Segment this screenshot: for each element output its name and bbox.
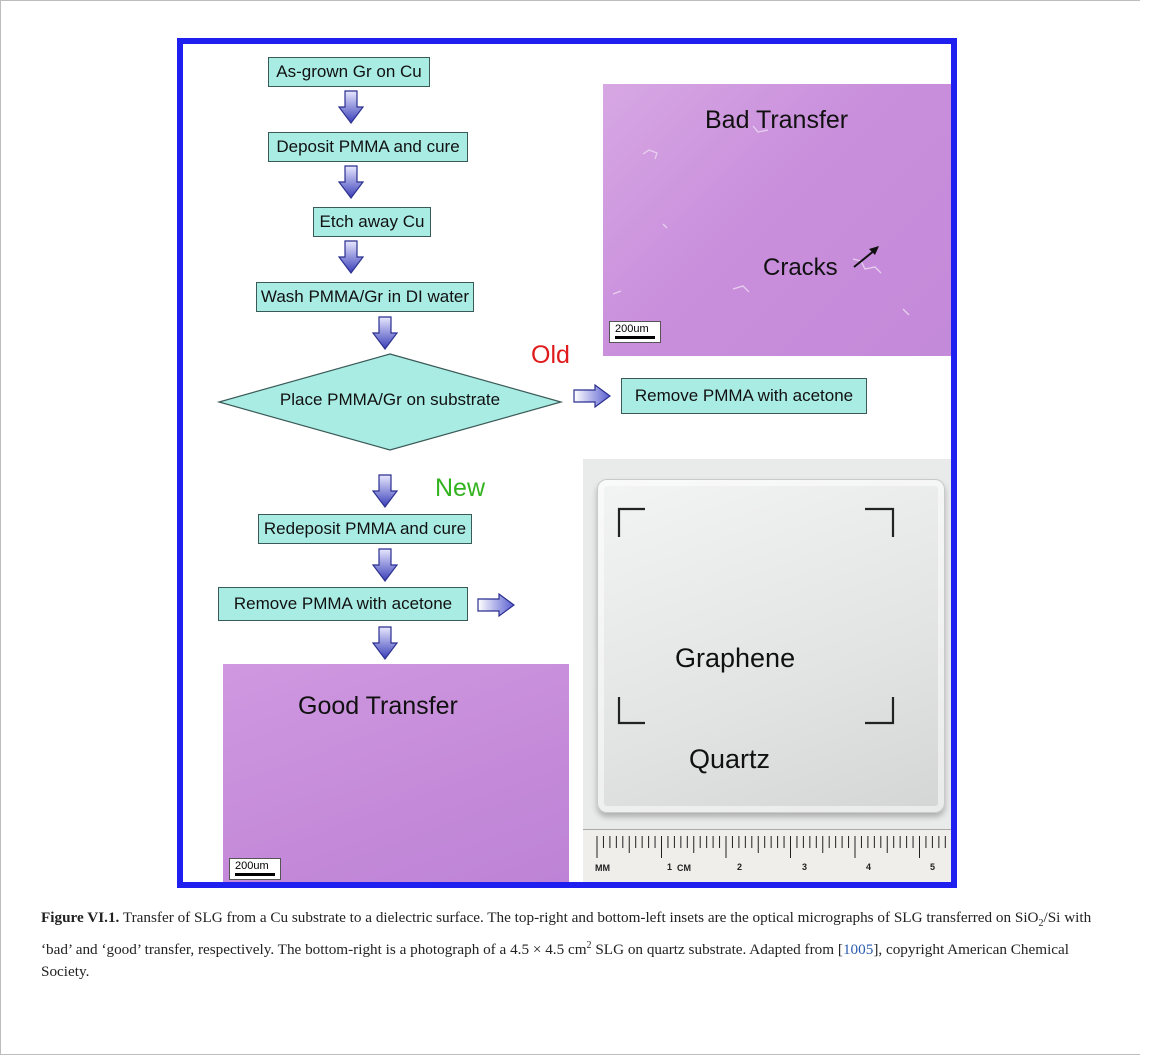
quartz-photo: Graphene Quartz MM 1 CM 2 3 4 5	[583, 459, 951, 882]
crack-marks	[612, 125, 910, 316]
arrow-down-icon	[338, 90, 364, 124]
good-transfer-micrograph: Good Transfer 200um	[223, 664, 569, 882]
bad-scale-line	[615, 336, 655, 339]
arrow-down-icon	[372, 548, 398, 582]
ruler-label-4: 4	[866, 862, 872, 872]
bad-scale-label: 200um	[615, 323, 649, 335]
caption-text-4: ], copyright American Chemical Society.	[41, 941, 1069, 981]
cracks-label: Cracks	[763, 254, 838, 281]
arrow-right-icon	[573, 384, 611, 408]
good-transfer-title: Good Transfer	[298, 692, 458, 720]
graphene-corner-marks	[617, 507, 895, 725]
graphene-label: Graphene	[675, 643, 796, 673]
ruler: MM 1 CM 2 3 4 5	[583, 829, 951, 882]
ruler-label-1: 1	[667, 862, 673, 872]
step-old-remove-pmma: Remove PMMA with acetone	[621, 378, 867, 414]
figure-caption: Figure VI.1. Transfer of SLG from a Cu s…	[41, 907, 1121, 983]
cracks-arrow-icon	[853, 246, 879, 268]
decision-diamond	[216, 353, 564, 451]
good-scale-line	[235, 873, 275, 876]
arrow-right-icon	[477, 593, 515, 617]
ruler-label-5: 5	[930, 862, 936, 872]
good-scale-label: 200um	[235, 860, 269, 872]
arrow-down-icon	[372, 316, 398, 350]
step-as-grown: As-grown Gr on Cu	[268, 57, 430, 87]
step-new-remove-pmma: Remove PMMA with acetone	[218, 587, 468, 621]
step-deposit-pmma: Deposit PMMA and cure	[268, 132, 468, 162]
step-etch-cu: Etch away Cu	[313, 207, 431, 237]
arrow-down-icon	[338, 240, 364, 274]
bad-transfer-title: Bad Transfer	[705, 106, 849, 134]
caption-reference-link[interactable]: 1005	[842, 941, 874, 959]
ruler-ticks	[596, 836, 946, 858]
bad-transfer-micrograph: Bad Transfer Cracks 200um	[603, 84, 951, 356]
quartz-plate	[597, 479, 945, 813]
arrow-down-icon	[338, 165, 364, 199]
caption-text-2: /Si with ‘bad’ and ‘good’ transfer, resp…	[41, 909, 1092, 959]
old-label: Old	[531, 341, 570, 369]
ruler-label-mm: MM	[595, 863, 610, 873]
decision-label: Place PMMA/Gr on substrate	[279, 390, 501, 409]
caption-sup: 2	[586, 940, 592, 952]
good-scale-bar: 200um	[229, 858, 281, 880]
arrow-down-icon	[372, 626, 398, 660]
ruler-label-cm: CM	[677, 863, 691, 873]
arrow-down-icon	[372, 474, 398, 508]
step-redeposit: Redeposit PMMA and cure	[258, 514, 472, 544]
new-label: New	[435, 474, 486, 502]
caption-text-3: SLG on quartz substrate. Adapted from [	[591, 941, 843, 959]
quartz-label: Quartz	[689, 744, 771, 774]
step-wash: Wash PMMA/Gr in DI water	[256, 282, 474, 312]
figure-image: As-grown Gr on Cu Deposit PMMA and cure …	[177, 38, 957, 888]
ruler-label-2: 2	[737, 862, 743, 872]
caption-sub: 2	[1038, 918, 1044, 930]
ruler-label-3: 3	[802, 862, 808, 872]
caption-text-1: Transfer of SLG from a Cu substrate to a…	[122, 909, 1039, 926]
caption-figure-label: Figure VI.1.	[41, 909, 120, 926]
bad-scale-bar: 200um	[609, 321, 661, 343]
